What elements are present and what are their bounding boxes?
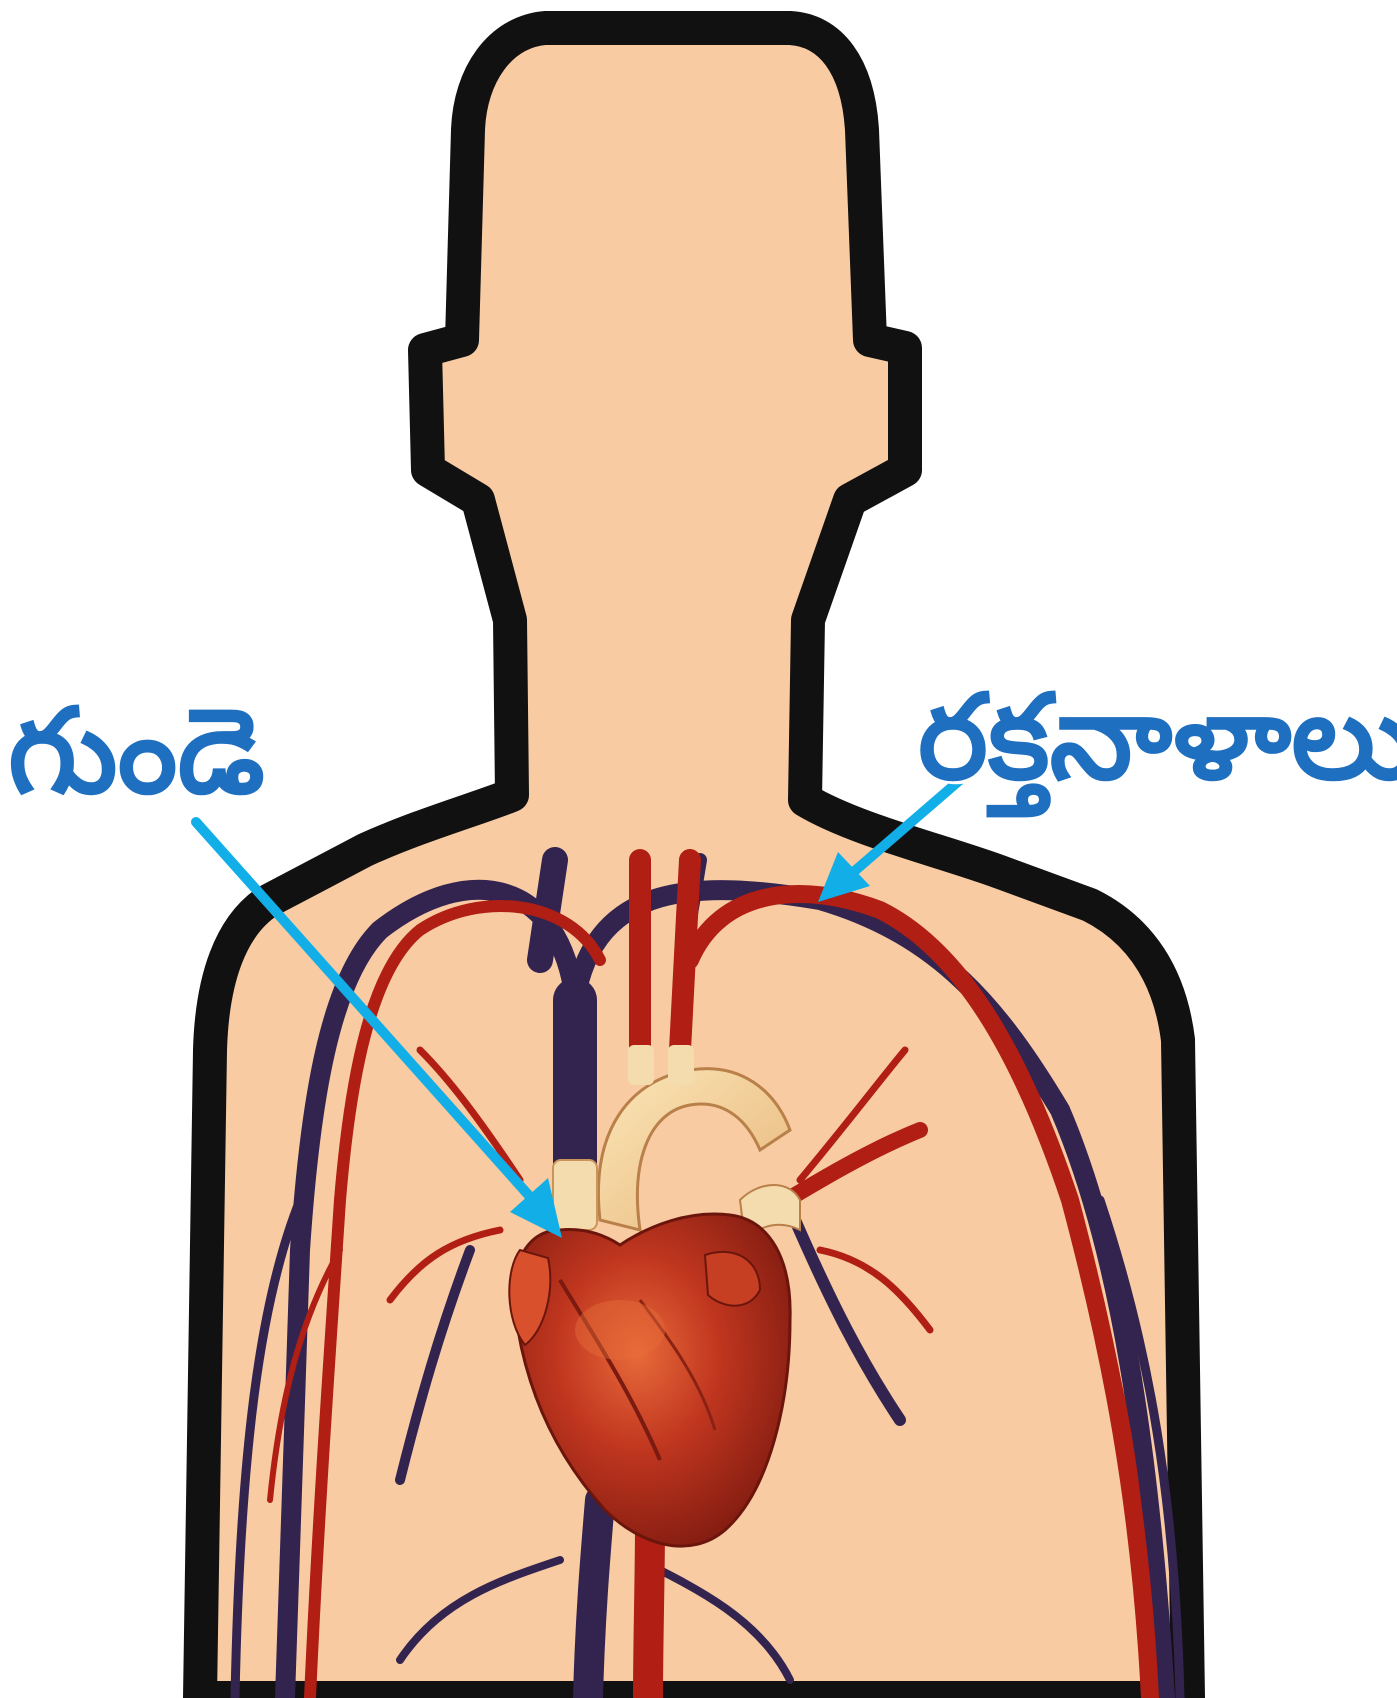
artery-descending-aorta	[648, 1520, 650, 1698]
heart-highlight	[575, 1300, 665, 1360]
carotid-base-right	[668, 1045, 694, 1085]
label-heart: గుండె	[8, 692, 265, 810]
vein-abdominal	[588, 1500, 600, 1698]
carotid-base-left	[628, 1045, 654, 1085]
vena-cava-base	[553, 1160, 597, 1230]
label-blood-vessels: రక్తనాళాలు	[918, 678, 1397, 796]
